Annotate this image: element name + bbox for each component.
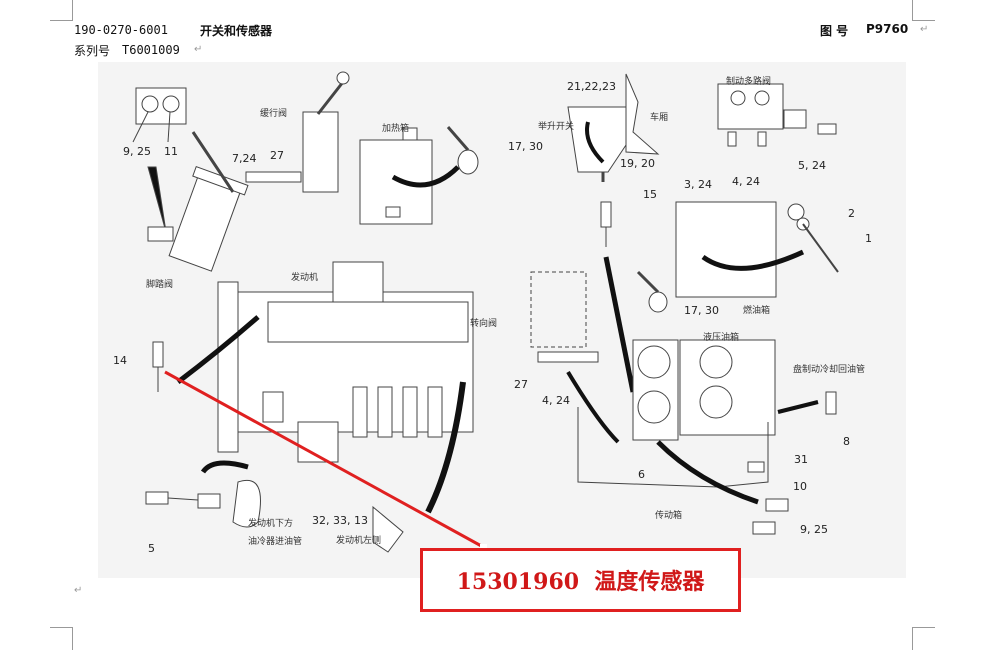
label-brake-valve: 制动多路阀 [726, 77, 772, 87]
label-1: 1 [865, 232, 872, 245]
label-oil-cooler-inlet: 油冷器进油管 [248, 537, 303, 547]
label-lift-switch: 举升开关 [538, 122, 575, 132]
label-11: 11 [164, 145, 178, 158]
label-brake-cooling-return: 盘制动冷却回油管 [793, 365, 866, 375]
label-27: 27 [270, 149, 284, 162]
label-4-24: 4, 24 [732, 175, 760, 188]
annotation-anchor [480, 544, 487, 551]
label-6: 6 [638, 468, 645, 481]
figure-label: 图 号 [820, 24, 849, 38]
corner-mark [912, 0, 935, 21]
lift-switch [567, 106, 629, 173]
label-10: 10 [793, 480, 807, 493]
label-4-24-mid: 4, 24 [542, 394, 570, 407]
wire-pointer [147, 166, 167, 233]
doc-title: 开关和传感器 [200, 24, 273, 38]
label-steering-valve: 转向阀 [470, 319, 498, 329]
fuel-tank [675, 201, 777, 298]
corner-mark [50, 627, 73, 650]
label-9-25-bottom: 9, 25 [800, 523, 828, 536]
corner-mark [912, 627, 935, 650]
label-17-30: 17, 30 [508, 140, 543, 153]
label-fuel-tank: 燃油箱 [743, 306, 771, 316]
label-32-33-13: 32, 33, 13 [312, 514, 368, 527]
label-19-20: 19, 20 [620, 157, 655, 170]
callout-text: 15301960 温度传感器 [456, 569, 705, 595]
figure-number: P9760 [866, 22, 909, 36]
series-number: T6001009 [122, 43, 180, 57]
label-21-22-23: 21,22,23 [567, 80, 616, 93]
callout-box: 15301960 温度传感器 [420, 548, 741, 612]
corner-mark [50, 0, 73, 21]
label-31: 31 [794, 453, 808, 466]
label-body: 车厢 [650, 113, 669, 123]
label-8: 8 [843, 435, 850, 448]
foot-valve [168, 165, 249, 272]
label-foot-valve: 脚踏阀 [146, 280, 174, 290]
label-5-24: 5, 24 [798, 159, 826, 172]
label-7-24: 7,24 [232, 152, 257, 165]
label-27-mid: 27 [514, 378, 528, 391]
engine-block [217, 261, 474, 463]
paragraph-mark: ↵ [920, 24, 929, 35]
label-9-25: 9, 25 [123, 145, 151, 158]
paragraph-mark: ↵ [74, 585, 83, 596]
label-3-24: 3, 24 [684, 178, 712, 191]
body-outline [625, 73, 660, 155]
doc-number: 190-0270-6001 [74, 23, 168, 37]
retarder-valve [302, 111, 339, 193]
label-14: 14 [113, 354, 127, 367]
diagram-drawing [132, 71, 839, 553]
label-retarder-valve: 缓行阀 [260, 109, 288, 119]
annotation-line [164, 370, 486, 550]
label-engine-left: 发动机左侧 [336, 536, 382, 546]
label-15: 15 [643, 188, 657, 201]
label-5: 5 [148, 542, 155, 555]
series-label: 系列号 [74, 44, 111, 58]
paragraph-mark: ↵ [194, 44, 203, 55]
brake-multi-valve [717, 83, 784, 130]
label-17-30-mid: 17, 30 [684, 304, 719, 317]
label-engine-below: 发动机下方 [248, 519, 294, 529]
label-hydraulic-tank: 液压油箱 [703, 333, 740, 343]
steering-valve [530, 271, 587, 348]
label-heater-box: 加热箱 [382, 124, 410, 134]
parts-diagram: 9, 25 11 缓行阀 7,24 27 加热箱 17, 30 脚踏阀 发动机 … [98, 62, 906, 578]
label-2: 2 [848, 207, 855, 220]
label-transmission: 传动箱 [655, 511, 683, 521]
label-engine: 发动机 [291, 273, 319, 283]
